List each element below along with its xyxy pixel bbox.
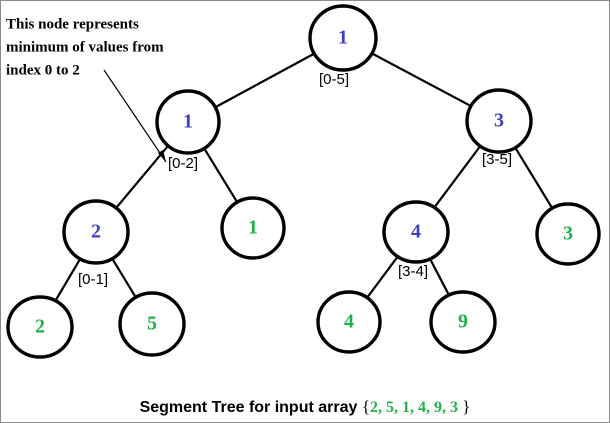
node-value: 2 xyxy=(91,221,101,243)
node-circle xyxy=(316,290,382,354)
tree-node-leaf5: 3 xyxy=(535,202,601,266)
node-value: 3 xyxy=(494,110,504,132)
node-value: 9 xyxy=(458,311,468,333)
caption: Segment Tree for input array {2, 5, 1, 4… xyxy=(140,397,471,416)
annotation-line-1: This node represents xyxy=(6,16,139,32)
caption-open-brace: { xyxy=(362,397,370,416)
node-circle xyxy=(118,291,186,357)
node-value: 5 xyxy=(147,313,157,335)
tree-edge-n01-leaf1 xyxy=(111,258,137,298)
annotation-line-2: minimum of values from xyxy=(6,39,164,55)
range-label-n34: [3-4] xyxy=(398,263,428,280)
node-circle xyxy=(382,200,450,264)
node-circle xyxy=(62,199,130,265)
tree-node-leaf1: 5 xyxy=(118,291,186,357)
node-circle xyxy=(535,202,601,266)
tree-edge-n02-n01 xyxy=(115,145,169,209)
tree-node-root: 1 xyxy=(308,4,378,72)
tree-edge-n02-leaf2 xyxy=(203,147,239,203)
tree-edge-n35-leaf5 xyxy=(514,147,554,209)
range-label-root: [0-5] xyxy=(319,71,349,88)
tree-edge-n34-leaf4 xyxy=(429,258,450,296)
node-circle xyxy=(220,196,286,260)
tree-edge-n01-leaf0 xyxy=(54,258,82,302)
edges-layer xyxy=(54,52,554,302)
range-label-n02: [0-2] xyxy=(168,155,198,172)
tree-node-n01: 2 xyxy=(62,199,130,265)
tree-edge-root-n02 xyxy=(214,52,315,109)
node-value: 3 xyxy=(563,223,573,245)
tree-edge-n35-n34 xyxy=(433,145,482,209)
tree-node-n35: 3 xyxy=(465,88,533,154)
tree-node-leaf2: 1 xyxy=(220,196,286,260)
annotation-arrow xyxy=(103,69,167,163)
range-label-n01: [0-1] xyxy=(78,271,108,288)
node-value: 1 xyxy=(183,111,193,133)
node-value: 2 xyxy=(35,316,45,338)
node-value: 4 xyxy=(344,311,354,333)
caption-values: 2, 5, 1, 4, 9, 3 xyxy=(370,399,458,416)
node-circle xyxy=(308,4,378,72)
node-value: 1 xyxy=(248,217,258,239)
nodes-layer: 1 1 3 2 1 4 3 2 5 4 9 xyxy=(6,4,601,359)
node-value: 1 xyxy=(338,27,348,49)
range-label-n35: [3-5] xyxy=(482,151,512,168)
annotation-text: This node represents minimum of values f… xyxy=(6,16,164,78)
node-circle xyxy=(155,89,221,155)
node-value: 4 xyxy=(411,221,421,243)
tree-node-leaf3: 4 xyxy=(316,290,382,354)
tree-node-n02: 1 xyxy=(155,89,221,155)
caption-close-brace: } xyxy=(458,397,470,416)
tree-node-n34: 4 xyxy=(382,200,450,264)
node-circle xyxy=(6,295,74,359)
tree-node-leaf4: 9 xyxy=(429,290,497,354)
node-circle xyxy=(465,88,533,154)
annotation-line-3: index 0 to 2 xyxy=(6,62,80,78)
caption-prefix: Segment Tree for input array xyxy=(140,399,362,416)
node-circle xyxy=(429,290,497,354)
tree-node-leaf0: 2 xyxy=(6,295,74,359)
range-labels-layer: [0-5] [0-2] [3-5] [0-1] [3-4] xyxy=(78,71,512,288)
tree-edge-n34-leaf3 xyxy=(366,255,399,299)
tree-edge-root-n35 xyxy=(371,52,472,108)
